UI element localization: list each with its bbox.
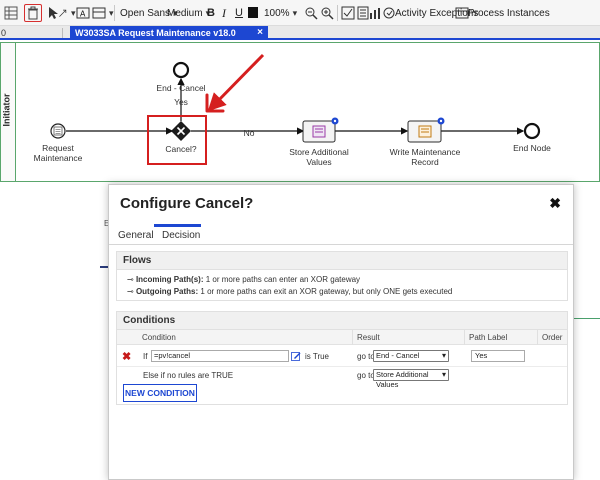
bar-chart-icon[interactable]	[368, 5, 382, 21]
process-instances-button[interactable]: Process Instances	[468, 7, 550, 19]
process-diagram	[50, 53, 541, 143]
dialog-tabs: General Decision	[109, 224, 573, 245]
write-record-label: Write Maintenance Record	[389, 147, 461, 167]
path-label-input[interactable]: Yes	[471, 350, 525, 362]
flow-label-no: No	[243, 128, 255, 138]
italic-button[interactable]: I	[222, 5, 226, 20]
annotation-arrow	[207, 53, 265, 112]
tab-active-indicator	[154, 224, 201, 227]
conditions-table-header: Condition Result Path Label Order	[117, 330, 567, 345]
editor-toolbar: A Open Sans Medium B I U 100% Activity E…	[0, 0, 600, 26]
condition-is-true-label: is True	[305, 352, 330, 361]
swimlane-header[interactable]: Initiator	[1, 43, 16, 181]
else-target-select[interactable]: Store Additional Values	[373, 369, 449, 389]
text-color-swatch[interactable]	[248, 7, 258, 18]
else-row: Else if no rules are TRUE go to Store Ad…	[117, 367, 567, 389]
header-order: Order	[542, 333, 563, 342]
conditions-title: Conditions	[117, 312, 567, 330]
conditions-section: Conditions Condition Result Path Label O…	[116, 311, 568, 405]
goto-label: go to	[357, 352, 375, 361]
svg-text:A: A	[80, 10, 86, 19]
font-weight-select[interactable]: Medium	[167, 5, 210, 21]
checklist-icon[interactable]	[341, 5, 355, 21]
else-goto-label: go to	[357, 371, 375, 380]
document-icon[interactable]	[356, 5, 370, 21]
condition-row: ✖ If =pv!cancel is True go to End - Canc…	[117, 348, 567, 365]
condition-expression-input[interactable]: =pv!cancel	[151, 350, 289, 362]
new-condition-button[interactable]: NEW CONDITION	[123, 384, 197, 402]
background-flow-line	[100, 266, 112, 268]
activity-exceptions-icon[interactable]	[382, 5, 396, 21]
tab-title: W3033SA Request Maintenance v18.0	[75, 28, 236, 38]
outgoing-paths-line: ⊸ Outgoing Paths: 1 or more paths can ex…	[127, 287, 453, 296]
incoming-arrow-icon: ⊸	[127, 275, 136, 284]
end-cancel-event-icon	[172, 61, 190, 79]
header-path-label: Path Label	[469, 333, 508, 342]
tab-close-icon[interactable]: ×	[257, 27, 263, 38]
end-cancel-label: End - Cancel	[156, 83, 206, 93]
font-family-select[interactable]: Open Sans	[120, 5, 178, 21]
delete-icon[interactable]	[24, 4, 42, 22]
flows-title: Flows	[117, 252, 567, 270]
background-lane-line	[572, 318, 600, 319]
close-icon[interactable]: ✖	[549, 195, 561, 211]
process-canvas[interactable]: Initiator	[0, 42, 600, 182]
header-result: Result	[357, 333, 380, 342]
tab-decision[interactable]: Decision	[162, 230, 201, 241]
bold-button[interactable]: B	[207, 7, 215, 19]
text-box-icon[interactable]: A	[76, 5, 90, 21]
delete-condition-icon[interactable]: ✖	[122, 351, 132, 363]
outgoing-arrow-icon: ⊸	[127, 287, 136, 296]
tab-general[interactable]: General	[118, 230, 154, 241]
start-event-icon	[50, 123, 66, 139]
incoming-paths-line: ⊸ Incoming Path(s): 1 or more paths can …	[127, 275, 361, 284]
zoom-out-icon[interactable]	[304, 5, 318, 21]
edit-expression-icon[interactable]	[291, 351, 301, 361]
end-event-icon	[523, 122, 541, 140]
connector-tool-icon[interactable]	[58, 5, 76, 21]
table-icon[interactable]	[92, 5, 114, 21]
gateway-label: Cancel?	[165, 144, 197, 154]
tab-request-maintenance[interactable]: W3033SA Request Maintenance v18.0 ×	[70, 26, 268, 40]
tab-previous[interactable]: 0	[1, 28, 7, 38]
flow-label-yes: Yes	[174, 97, 188, 107]
gateway-highlight-box	[147, 115, 207, 165]
grid-icon[interactable]	[4, 5, 18, 21]
result-target-select[interactable]: End - Cancel	[373, 350, 449, 362]
start-node-label: Request Maintenance	[33, 143, 83, 163]
zoom-in-icon[interactable]	[320, 5, 334, 21]
flows-section: Flows ⊸ Incoming Path(s): 1 or more path…	[116, 251, 568, 301]
zoom-select[interactable]: 100%	[264, 5, 297, 21]
underline-button[interactable]: U	[235, 7, 243, 19]
document-tab-strip: 0 W3033SA Request Maintenance v18.0 ×	[0, 26, 600, 40]
condition-if-label: If	[143, 352, 148, 361]
activity-exceptions-button[interactable]: Activity Exceptions	[395, 7, 479, 19]
process-instances-icon[interactable]	[455, 5, 469, 21]
header-condition: Condition	[142, 333, 176, 342]
store-values-label: Store Additional Values	[289, 147, 349, 167]
end-node-label: End Node	[513, 143, 551, 153]
else-text: Else if no rules are TRUE	[143, 371, 234, 380]
dialog-title: Configure Cancel?	[120, 195, 254, 212]
pointer-icon[interactable]	[46, 5, 60, 21]
configure-dialog: Configure Cancel? ✖ General Decision Flo…	[108, 184, 574, 480]
